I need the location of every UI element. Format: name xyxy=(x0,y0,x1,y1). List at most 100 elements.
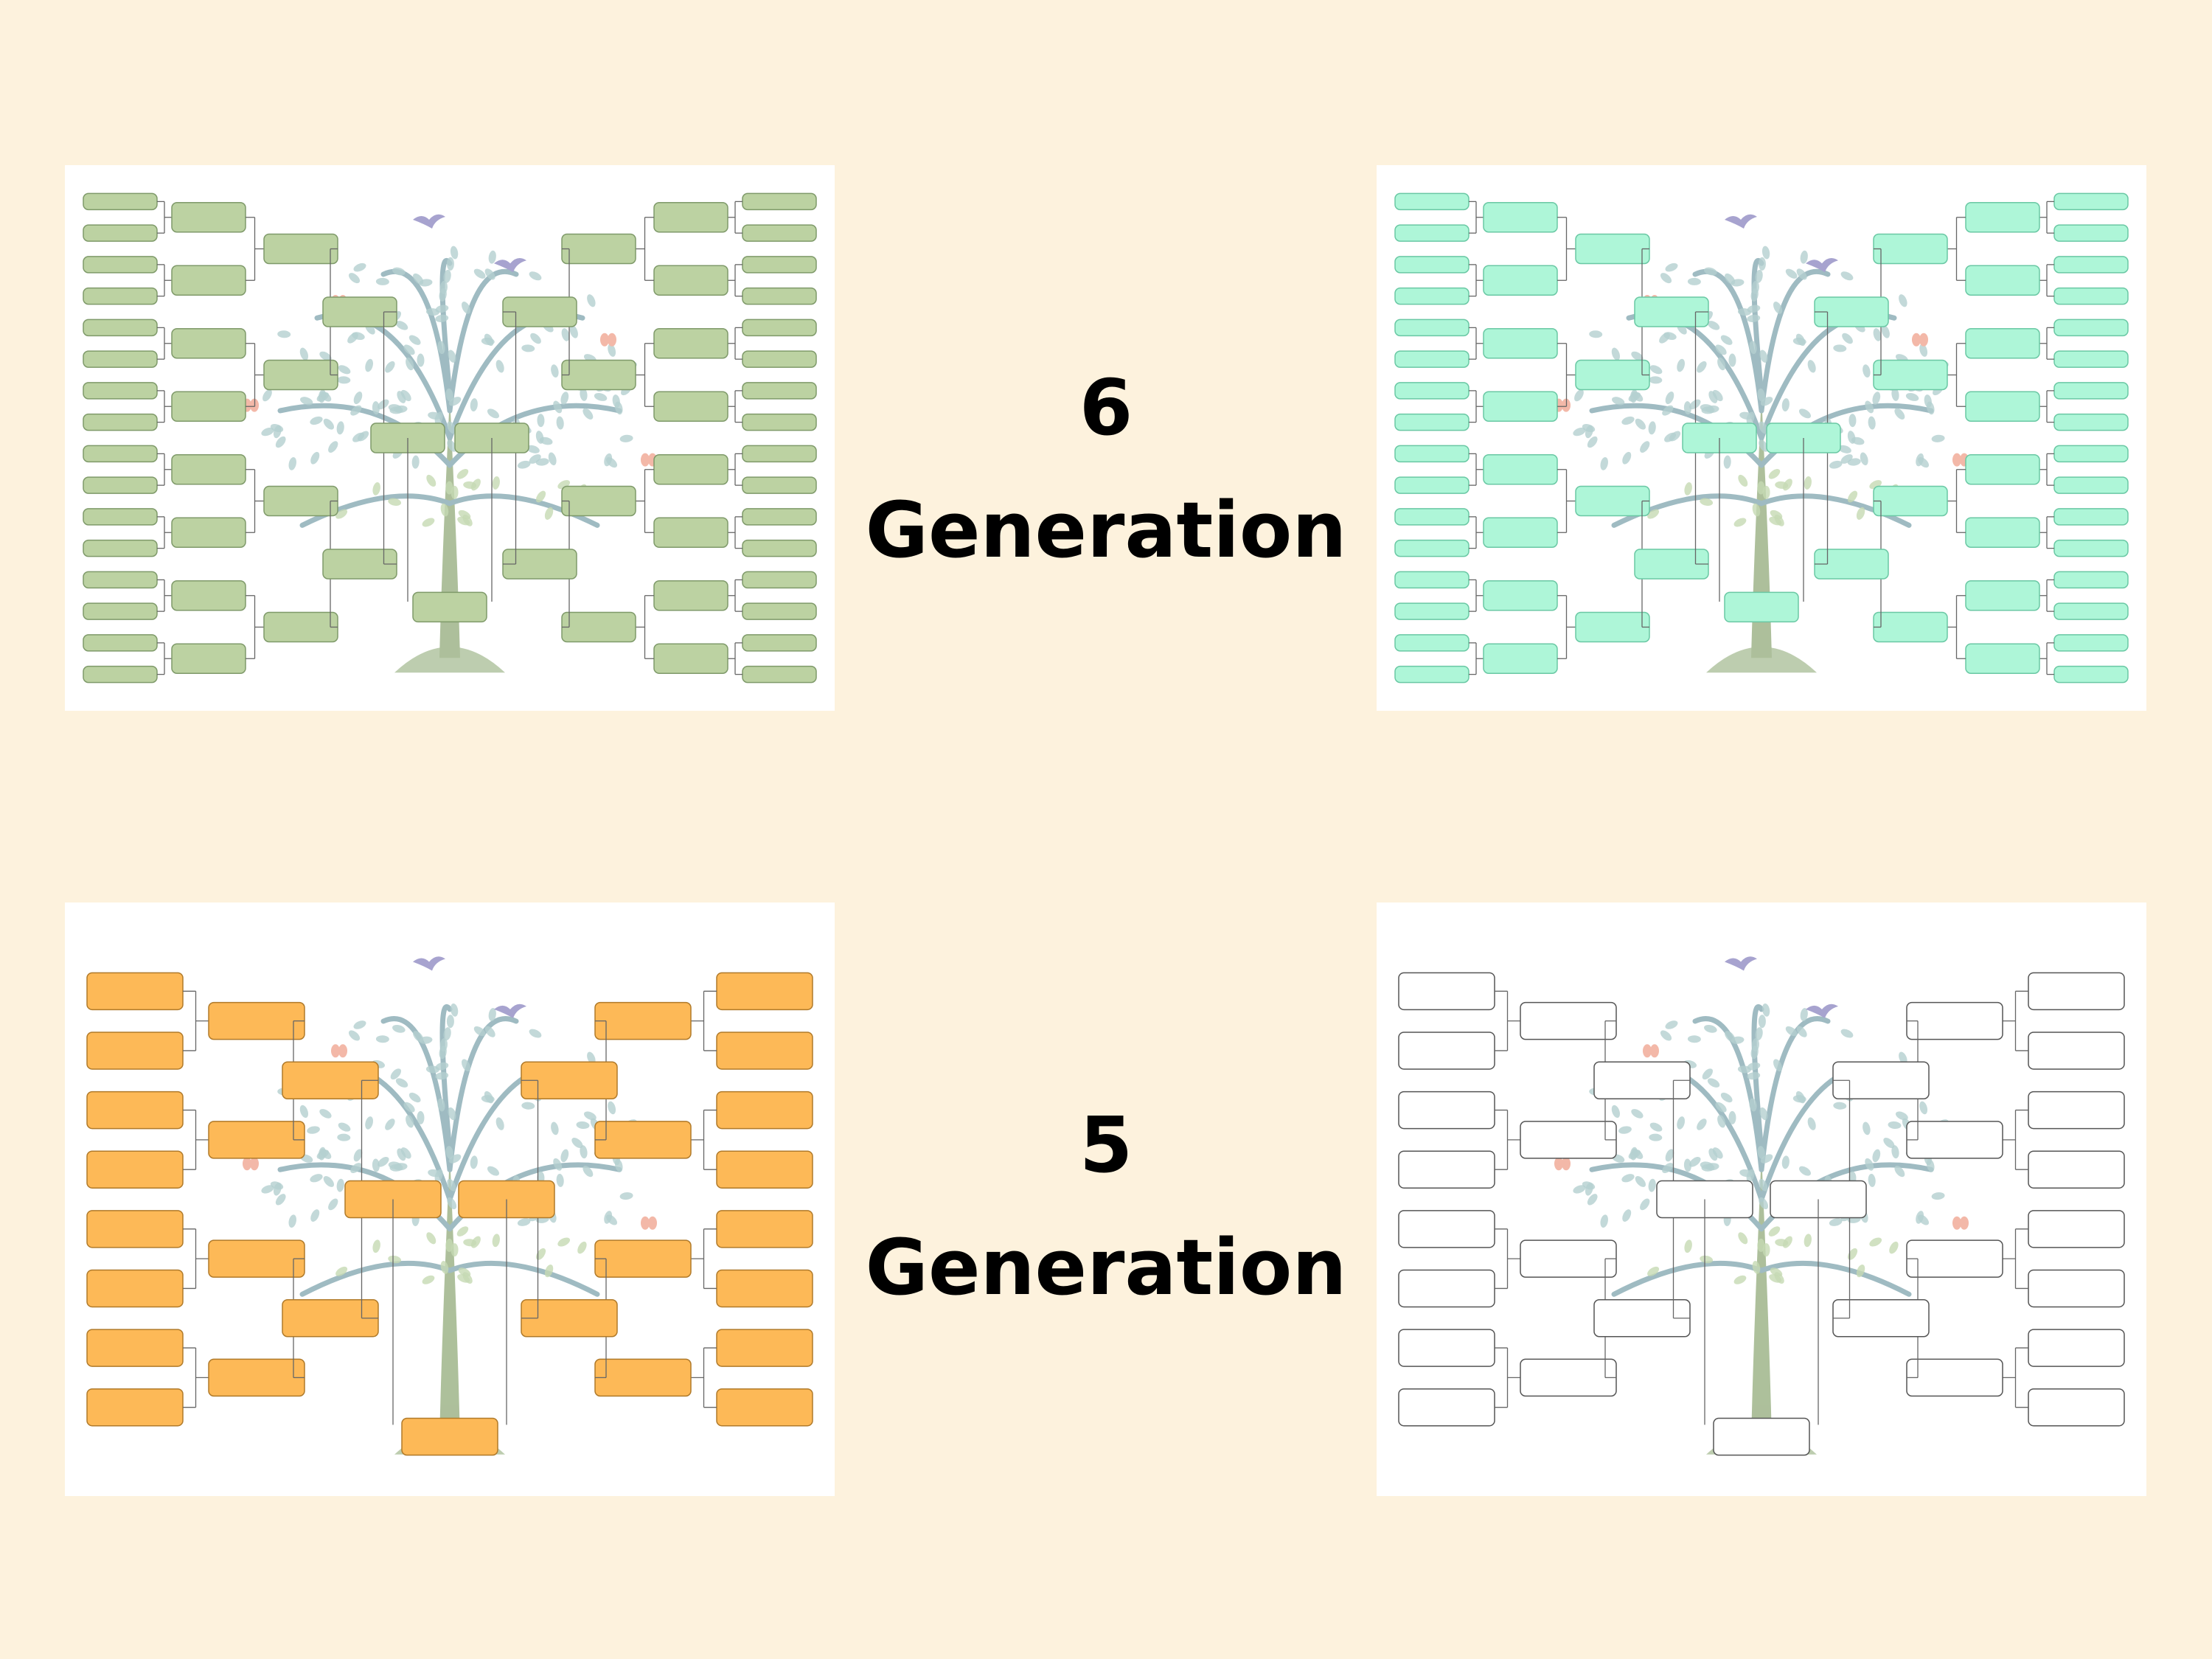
person-box xyxy=(653,580,728,611)
person-box xyxy=(1398,1269,1495,1308)
person-box xyxy=(594,1358,692,1397)
person-box xyxy=(742,508,817,526)
person-box xyxy=(1873,611,1948,643)
person-box xyxy=(742,192,817,211)
person-box xyxy=(1873,485,1948,517)
butterfly-icon xyxy=(331,1044,347,1058)
person-box xyxy=(1575,485,1650,517)
person-box xyxy=(401,1417,498,1456)
person-box xyxy=(263,485,338,517)
person-box xyxy=(1965,517,2040,548)
person-box xyxy=(412,591,487,623)
generation-number: 5 xyxy=(1079,1100,1133,1190)
person-box xyxy=(653,454,728,485)
person-box xyxy=(1394,256,1470,274)
butterfly-icon xyxy=(1912,333,1928,347)
family-tree-5-generation-blank xyxy=(1377,902,2146,1496)
person-box xyxy=(1394,287,1470,305)
person-box xyxy=(2028,972,2125,1011)
person-box xyxy=(263,233,338,265)
person-box xyxy=(1873,359,1948,391)
person-box xyxy=(742,602,817,620)
person-box xyxy=(742,319,817,337)
person-box xyxy=(83,256,158,274)
person-box xyxy=(1724,591,1799,623)
person-box xyxy=(653,391,728,422)
person-box xyxy=(653,328,728,359)
person-box xyxy=(83,413,158,431)
person-box xyxy=(171,580,246,611)
person-box xyxy=(742,224,817,242)
person-box xyxy=(716,1032,813,1070)
person-box xyxy=(1394,508,1470,526)
person-box xyxy=(1906,1239,2003,1278)
person-box xyxy=(86,1329,184,1367)
person-box xyxy=(208,1001,305,1040)
bird-icon xyxy=(413,214,445,229)
person-box xyxy=(2053,571,2129,589)
bird-icon xyxy=(494,1004,526,1018)
person-box xyxy=(83,476,158,494)
person-box xyxy=(1965,643,2040,674)
person-box xyxy=(86,1032,184,1070)
person-box xyxy=(1398,1210,1495,1248)
person-box xyxy=(1483,265,1558,296)
family-tree-6-generation-mint xyxy=(1377,165,2146,711)
butterfly-icon xyxy=(243,1157,259,1171)
person-box xyxy=(1394,476,1470,494)
person-box xyxy=(86,1091,184,1130)
person-box xyxy=(1394,382,1470,400)
person-box xyxy=(2028,1269,2125,1308)
butterfly-icon xyxy=(1952,1216,1969,1230)
person-box xyxy=(1520,1121,1617,1159)
person-box xyxy=(86,1388,184,1427)
butterfly-icon xyxy=(1643,1044,1659,1058)
person-box xyxy=(208,1239,305,1278)
person-box xyxy=(1965,391,2040,422)
person-box xyxy=(1394,319,1470,337)
person-box xyxy=(83,634,158,652)
person-box xyxy=(716,1269,813,1308)
person-box xyxy=(2053,634,2129,652)
bird-icon xyxy=(1806,258,1838,273)
person-box xyxy=(742,571,817,589)
person-box xyxy=(83,382,158,400)
person-box xyxy=(716,1091,813,1130)
person-box xyxy=(1394,634,1470,652)
butterfly-icon xyxy=(1554,1157,1571,1171)
person-box xyxy=(1394,192,1470,211)
person-box xyxy=(594,1121,692,1159)
person-box xyxy=(742,539,817,557)
person-box xyxy=(1906,1121,2003,1159)
person-box xyxy=(2053,445,2129,463)
person-box xyxy=(716,1329,813,1367)
person-box xyxy=(2053,224,2129,242)
person-box xyxy=(1398,1150,1495,1189)
person-box xyxy=(2053,319,2129,337)
person-box xyxy=(83,508,158,526)
person-box xyxy=(83,192,158,211)
person-box xyxy=(653,643,728,674)
person-box xyxy=(83,539,158,557)
person-box xyxy=(1483,328,1558,359)
person-box xyxy=(1394,413,1470,431)
person-box xyxy=(83,319,158,337)
bird-icon xyxy=(1725,956,1757,971)
six-generation-label: 6 Generation xyxy=(848,347,1364,592)
family-tree-chart xyxy=(83,192,817,684)
person-box xyxy=(2028,1150,2125,1189)
family-tree-5-generation-orange xyxy=(65,902,835,1496)
person-box xyxy=(1713,1417,1810,1456)
person-box xyxy=(1394,571,1470,589)
person-box xyxy=(1575,359,1650,391)
person-box xyxy=(1965,328,2040,359)
family-tree-chart xyxy=(1398,956,2125,1456)
person-box xyxy=(1483,391,1558,422)
bird-icon xyxy=(1806,1004,1838,1018)
person-box xyxy=(83,665,158,684)
person-box xyxy=(742,445,817,463)
person-box xyxy=(1394,602,1470,620)
person-box xyxy=(171,265,246,296)
person-box xyxy=(2028,1091,2125,1130)
bird-icon xyxy=(1725,214,1757,229)
